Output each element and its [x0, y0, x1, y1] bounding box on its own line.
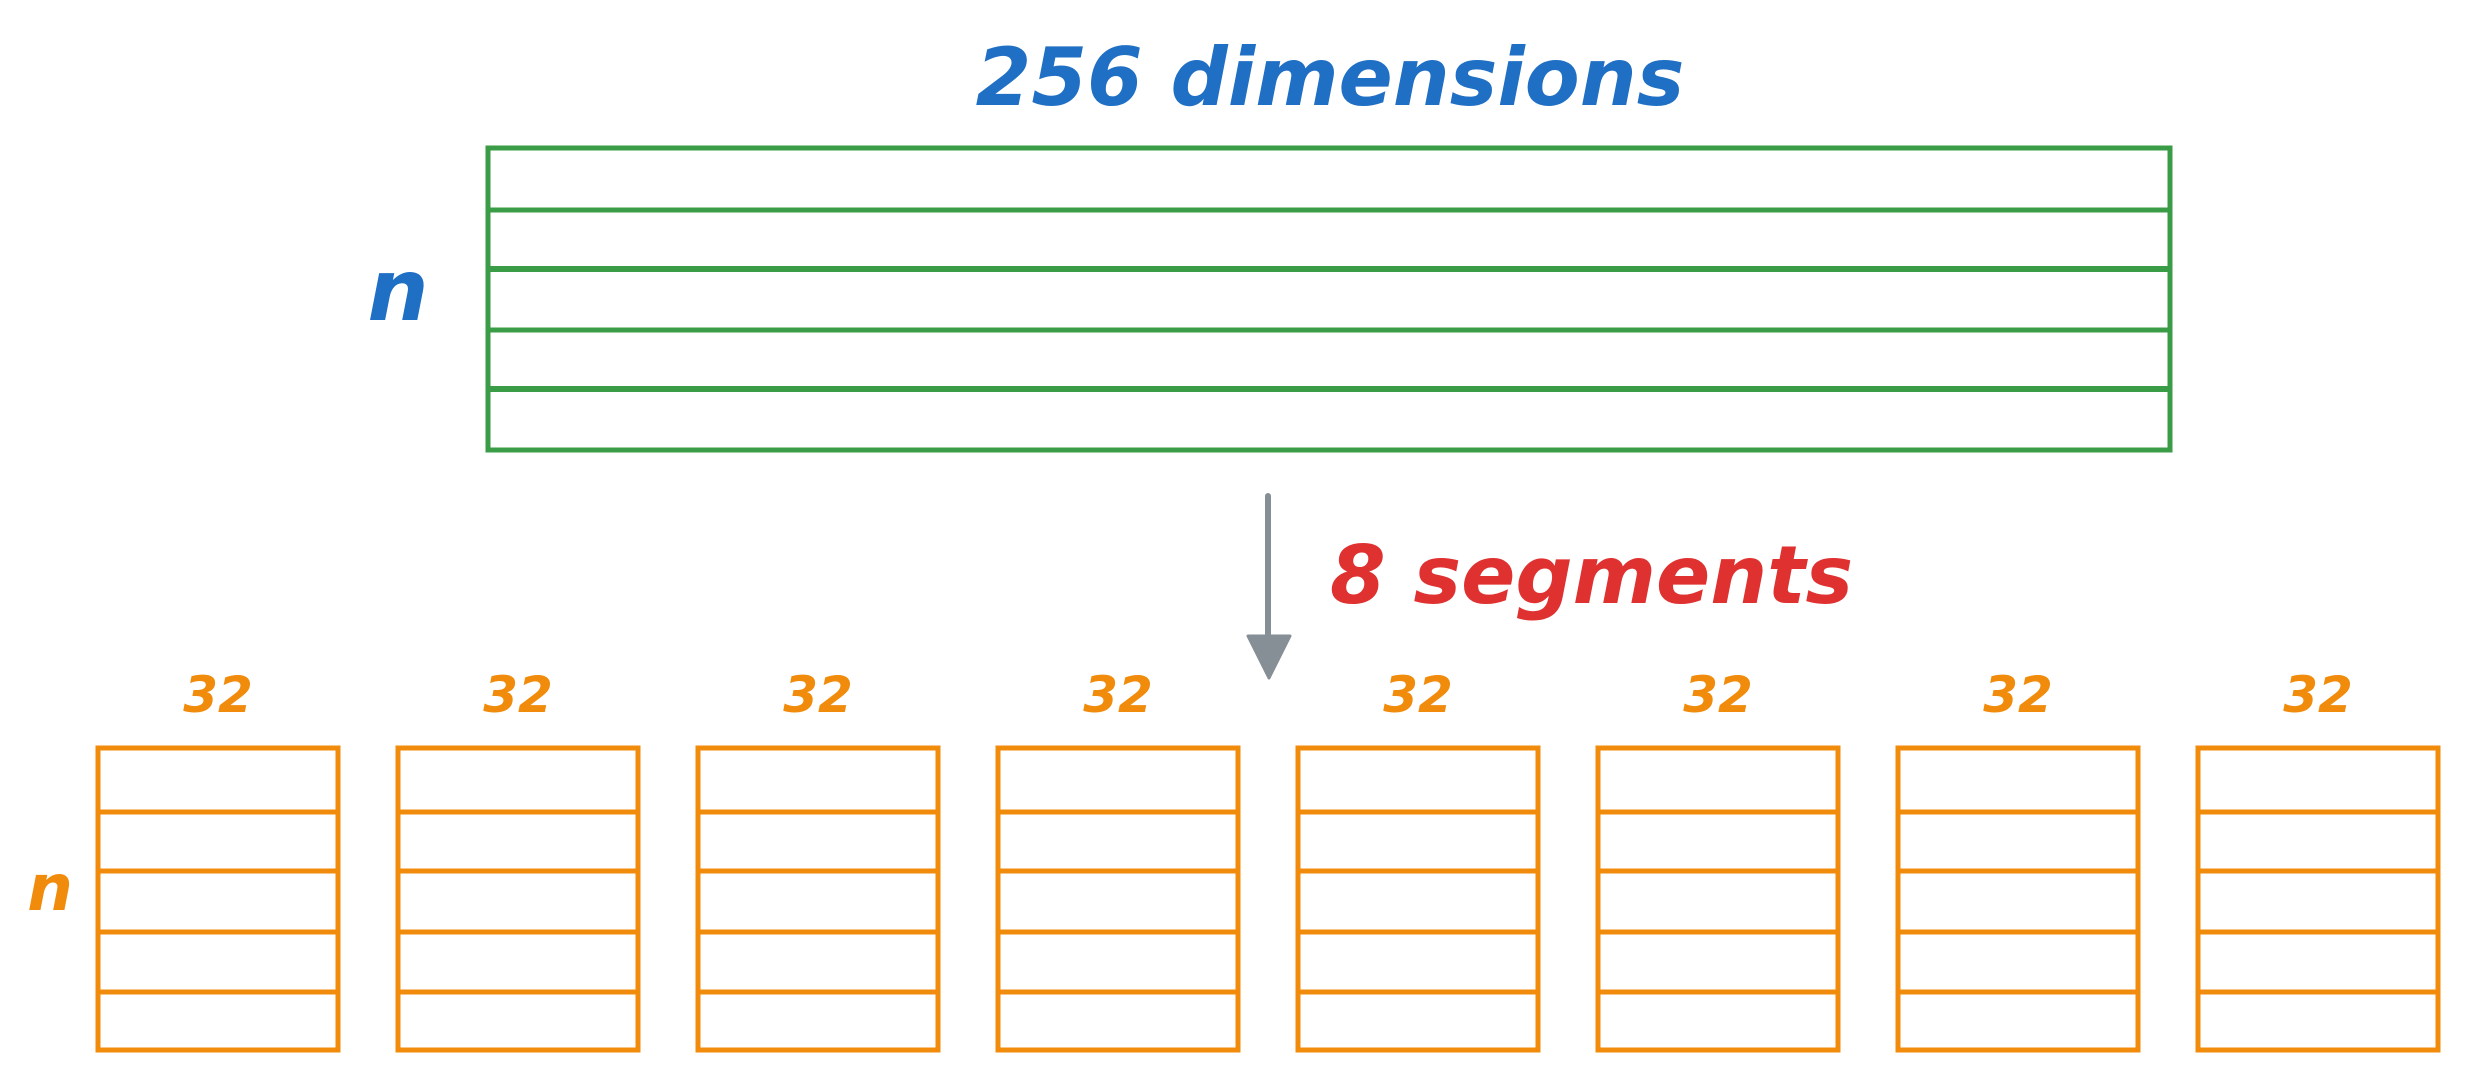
segment-width-label: 32 — [483, 666, 553, 724]
segment-box: 32 — [695, 666, 941, 1053]
dimensions-label: 256 dimensions — [976, 31, 1685, 124]
segment-width-label: 32 — [183, 666, 253, 724]
segment-box: 32 — [395, 666, 641, 1053]
segment-width-label: 32 — [1383, 666, 1453, 724]
segment-box: 32 — [1295, 666, 1541, 1053]
segment-border — [1895, 745, 2141, 1053]
segment-box: 32 — [1895, 666, 2141, 1053]
segment-width-label: 32 — [2283, 666, 2353, 724]
segment-border — [2195, 745, 2441, 1053]
segment-box: 32 — [995, 666, 1241, 1053]
segment-box: 32 — [2195, 666, 2441, 1053]
segment-border — [695, 745, 941, 1053]
segments-group: 32 32 32 32 32 32 32 32 — [95, 666, 2441, 1053]
segment-width-label: 32 — [1083, 666, 1153, 724]
segment-width-label: 32 — [1683, 666, 1753, 724]
segments-rows-label: n — [27, 852, 73, 926]
segment-border — [395, 745, 641, 1053]
matrix-border — [485, 145, 2173, 453]
segment-border — [1595, 745, 1841, 1053]
segment-border — [1295, 745, 1541, 1053]
segment-box: 32 — [95, 666, 341, 1053]
segment-border — [995, 745, 1241, 1053]
segment-width-label: 32 — [783, 666, 853, 724]
arrow-head-icon — [1246, 634, 1292, 680]
segment-box: 32 — [1595, 666, 1841, 1053]
segments-label: 8 segments — [1330, 529, 1853, 622]
segment-width-label: 32 — [1983, 666, 2053, 724]
segment-border — [95, 745, 341, 1053]
matrix-rows-label: n — [367, 241, 428, 341]
full-vector-matrix — [485, 145, 2173, 453]
split-arrow — [1246, 493, 1292, 680]
